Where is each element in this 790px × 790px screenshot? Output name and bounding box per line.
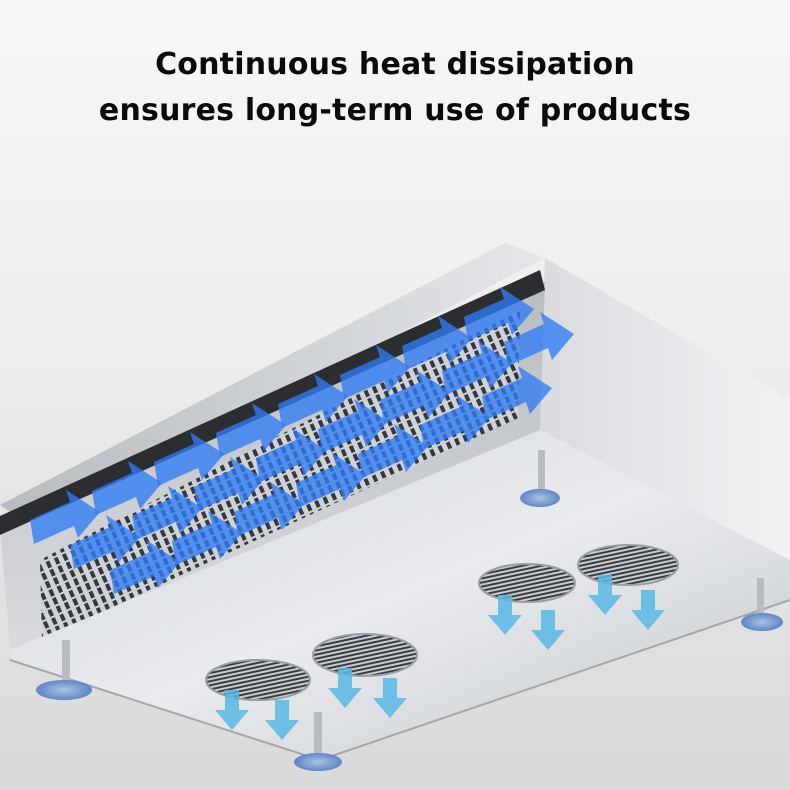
airflow-arrow [234, 482, 304, 536]
airflow-arrow [504, 312, 574, 366]
down-arrow [215, 690, 249, 730]
headline-line-2: ensures long-term use of products [98, 93, 692, 128]
airflow-arrow [358, 424, 428, 478]
cabinet-bottom-panel [10, 430, 790, 760]
airflow-arrow-icon [30, 287, 574, 594]
airflow-arrow [278, 374, 348, 428]
airflow-arrow [92, 461, 162, 515]
airflow-arrow [402, 316, 472, 370]
down-arrow [373, 678, 407, 718]
airflow-arrow [154, 432, 224, 486]
airflow-arrow [420, 395, 490, 449]
airflow-arrow [30, 490, 100, 544]
airflow-arrow [216, 403, 286, 457]
airflow-arrow [318, 399, 388, 453]
airflow-arrow [296, 453, 366, 507]
airflow-arrow [380, 370, 450, 424]
airflow-arrow [172, 511, 242, 565]
foot-pad-icon [36, 450, 783, 771]
airflow-arrow [256, 428, 326, 482]
airflow-arrow [464, 287, 534, 341]
airflow-arrow [110, 540, 180, 594]
airflow-arrow [340, 345, 410, 399]
down-arrow [531, 610, 565, 650]
airflow-arrow [482, 366, 552, 420]
airflow-arrow [132, 486, 202, 540]
airflow-arrow [70, 515, 140, 569]
headline: Continuous heat dissipation ensures long… [0, 42, 790, 134]
airflow-arrow [194, 457, 264, 511]
headline-line-1: Continuous heat dissipation [155, 47, 635, 82]
cabinet-side-panel [540, 258, 790, 560]
down-arrow [631, 590, 665, 630]
down-arrow [328, 668, 362, 708]
down-arrow [488, 595, 522, 635]
down-arrow-icon [215, 575, 665, 740]
airflow-arrow [442, 341, 512, 395]
down-arrow [588, 575, 622, 615]
down-arrow [265, 700, 299, 740]
